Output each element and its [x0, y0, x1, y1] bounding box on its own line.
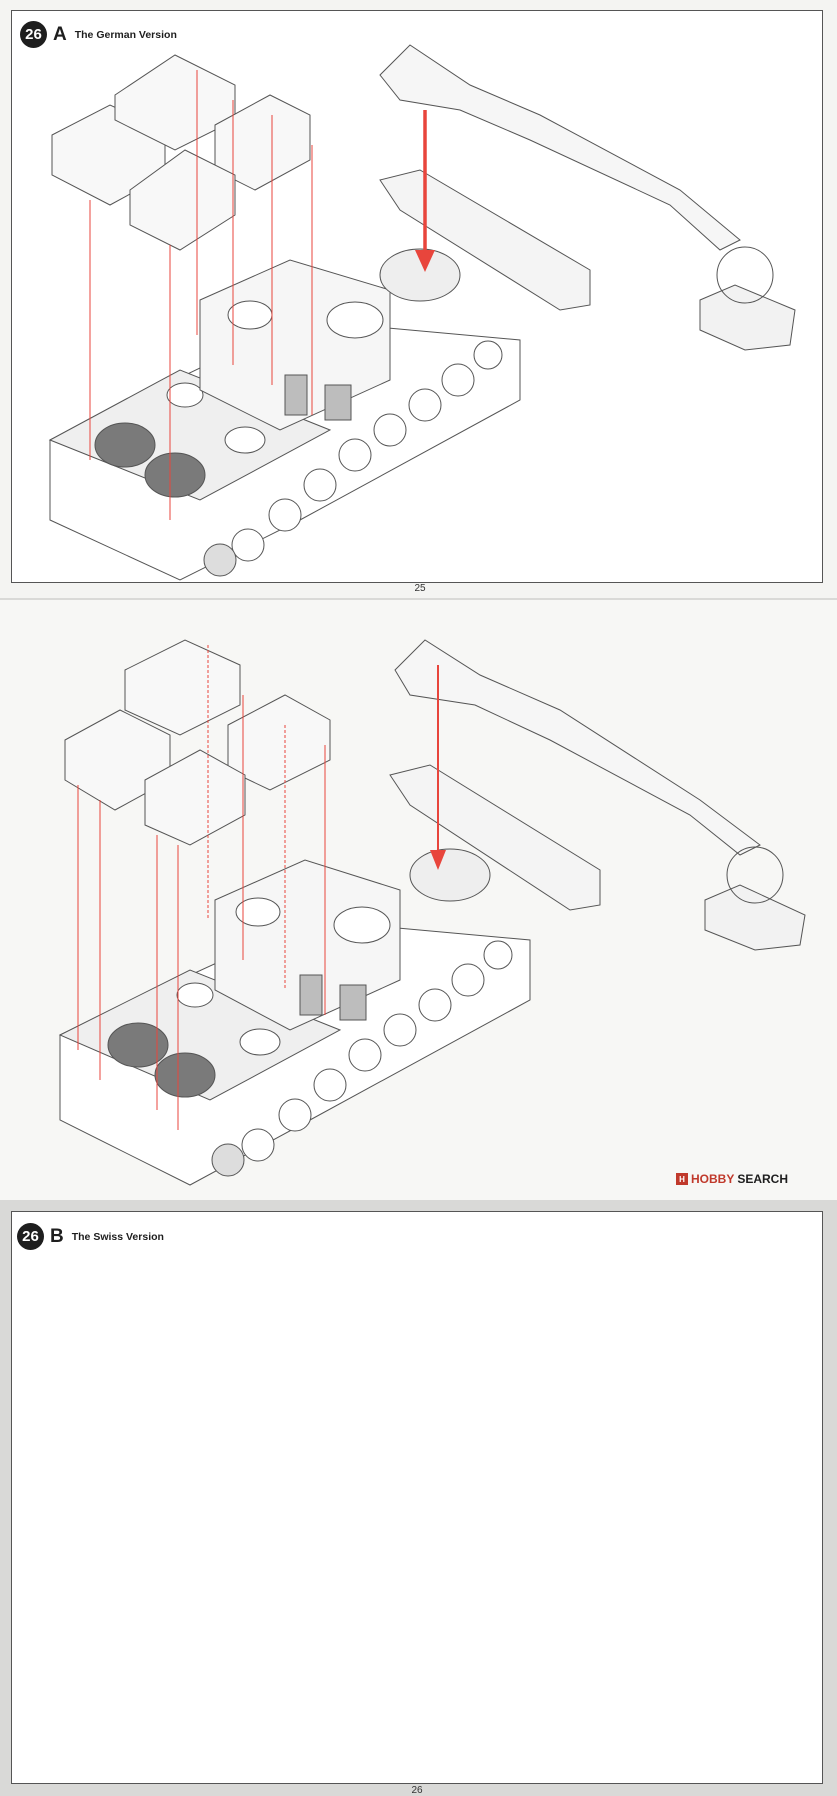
side-grille-2 [339, 984, 367, 1021]
step-letter: A [53, 23, 67, 45]
manual-page-a: 26 A The German Version [0, 0, 837, 598]
road-wheel [241, 1128, 275, 1162]
hatch-small [239, 1028, 281, 1056]
watermark-suffix: SEARCH [737, 1172, 789, 1186]
assembly-arrow [430, 665, 446, 870]
road-wheel [451, 963, 485, 997]
page-number: 25 [414, 583, 426, 594]
hobbysearch-watermark: H HOBBY SEARCH [676, 1172, 788, 1186]
assembly-drawing-swiss [58, 639, 806, 1186]
crane-turntable [379, 248, 461, 302]
turret-ring [326, 301, 384, 339]
dozer-blade [379, 169, 591, 311]
road-wheel [441, 363, 475, 397]
road-wheel [383, 1013, 417, 1047]
road-wheel [313, 1068, 347, 1102]
road-wheel [278, 1098, 312, 1132]
step-number-badge: 26 [20, 21, 47, 48]
manual-page-b: 26 B The Swiss Version [0, 600, 837, 1796]
hatch-left [94, 422, 156, 468]
drive-sprocket [211, 1143, 245, 1177]
stowage-box-2 [124, 639, 241, 736]
road-wheel [338, 438, 372, 472]
hatch-right [144, 452, 206, 498]
cupola [235, 897, 281, 927]
side-grille [284, 374, 308, 416]
road-wheel [408, 388, 442, 422]
step-title: The Swiss Version [71, 1230, 164, 1243]
road-wheel [303, 468, 337, 502]
road-wheel [418, 988, 452, 1022]
side-grille [299, 974, 323, 1016]
road-wheel [268, 498, 302, 532]
hatch-commander [166, 382, 204, 408]
cupola [227, 300, 273, 330]
hatch-left [107, 1022, 169, 1068]
crane-grab [704, 884, 806, 951]
step-header: 26 A The German Version [20, 21, 177, 48]
watermark-brand: HOBBY [691, 1172, 735, 1186]
road-wheel [473, 340, 503, 370]
step-number-badge: 26 [17, 1223, 44, 1250]
crane-turntable [409, 848, 491, 902]
hatch-small [224, 426, 266, 454]
step-letter: B [50, 1225, 64, 1247]
road-wheel [231, 528, 265, 562]
crane-grab [699, 284, 796, 351]
side-grille-2 [324, 384, 352, 421]
hatch-right [154, 1052, 216, 1098]
dozer-blade [389, 764, 601, 911]
crane-arm [379, 44, 741, 251]
grab-pivot [716, 246, 774, 304]
step-header: 26 B The Swiss Version [17, 1223, 164, 1250]
assembly-arrow [415, 110, 435, 272]
page-frame [11, 1211, 823, 1784]
assembly-drawing-german [48, 44, 796, 581]
road-wheel [348, 1038, 382, 1072]
grab-pivot [726, 846, 784, 904]
road-wheel [483, 940, 513, 970]
hobbysearch-logo-icon: H [676, 1173, 688, 1185]
page-number: 26 [411, 1785, 423, 1796]
road-wheel [373, 413, 407, 447]
turret-ring [333, 906, 391, 944]
hatch-commander [176, 982, 214, 1008]
step-title: The German Version [74, 28, 177, 41]
stowage-box-4 [129, 149, 236, 251]
drive-sprocket [203, 543, 237, 577]
crane-arm [394, 639, 761, 856]
stowage-box-4 [144, 749, 246, 846]
